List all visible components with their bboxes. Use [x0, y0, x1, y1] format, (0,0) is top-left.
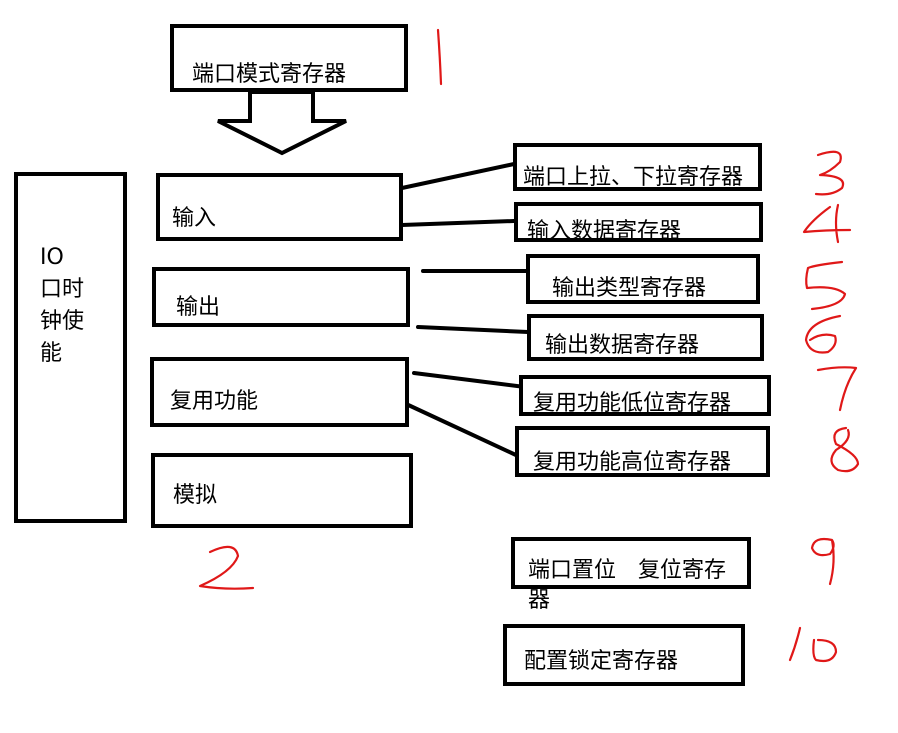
handwritten-5: [805, 260, 847, 311]
mode-input-label: 输入: [172, 206, 217, 231]
mode-alternate-label: 复用功能: [170, 389, 259, 414]
connector-input-data: [400, 219, 516, 227]
connector-output-data: [416, 325, 530, 334]
pull-up-down-register: 端口上拉、下拉寄存器: [513, 143, 762, 191]
io-clock-enable-box: IO 口时 钟使 能: [14, 172, 127, 523]
config-lock-register: 配置锁定寄存器: [503, 624, 745, 686]
handwritten-8: [830, 426, 860, 473]
af-low-register: 复用功能低位寄存器: [519, 375, 771, 416]
handwritten-7: [816, 366, 858, 412]
af-high-register: 复用功能高位寄存器: [515, 426, 770, 477]
af-low-register-label: 复用功能低位寄存器: [533, 391, 732, 416]
handwritten-10: [788, 626, 838, 663]
handwritten-4: [802, 203, 852, 244]
mode-analog-box: 模拟: [151, 453, 413, 528]
mode-analog-label: 模拟: [173, 483, 218, 508]
down-arrow: [217, 90, 347, 156]
io-clock-enable-line-1: IO: [40, 245, 64, 270]
io-clock-enable-line-3: 钟使: [40, 309, 85, 334]
input-data-register: 输入数据寄存器: [514, 202, 763, 244]
connector-af-high: [402, 401, 520, 458]
output-type-register-label: 输出类型寄存器: [552, 276, 707, 301]
mode-alternate-box: 复用功能: [150, 357, 409, 427]
set-reset-register-label-wrap: 器: [528, 588, 551, 613]
pull-up-down-register-label: 端口上拉、下拉寄存器: [523, 165, 744, 190]
io-clock-enable-line-2: 口时: [40, 277, 85, 302]
handwritten-6: [804, 314, 842, 354]
mode-output-label: 输出: [176, 295, 221, 320]
set-reset-register: 端口置位 复位寄存: [511, 537, 751, 589]
output-data-register: 输出数据寄存器: [527, 314, 764, 361]
handwritten-1: [436, 28, 443, 86]
connector-af-low: [412, 371, 535, 390]
connector-input-pullupdown: [400, 162, 516, 190]
handwritten-9: [810, 537, 835, 586]
output-data-register-label: 输出数据寄存器: [545, 333, 700, 358]
io-clock-enable-line-4: 能: [40, 341, 63, 366]
port-mode-register-label: 端口模式寄存器: [192, 62, 347, 87]
config-lock-register-label: 配置锁定寄存器: [524, 649, 679, 674]
mode-output-box: 输出: [152, 267, 410, 327]
port-mode-register: 端口模式寄存器: [170, 24, 408, 92]
output-type-register: 输出类型寄存器: [526, 254, 760, 304]
input-data-register-label: 输入数据寄存器: [527, 219, 682, 244]
af-high-register-label: 复用功能高位寄存器: [533, 450, 732, 475]
set-reset-register-label: 端口置位 复位寄存: [528, 558, 727, 583]
handwritten-2: [198, 545, 255, 590]
mode-input-box: 输入: [156, 173, 403, 241]
handwritten-3: [814, 150, 845, 196]
